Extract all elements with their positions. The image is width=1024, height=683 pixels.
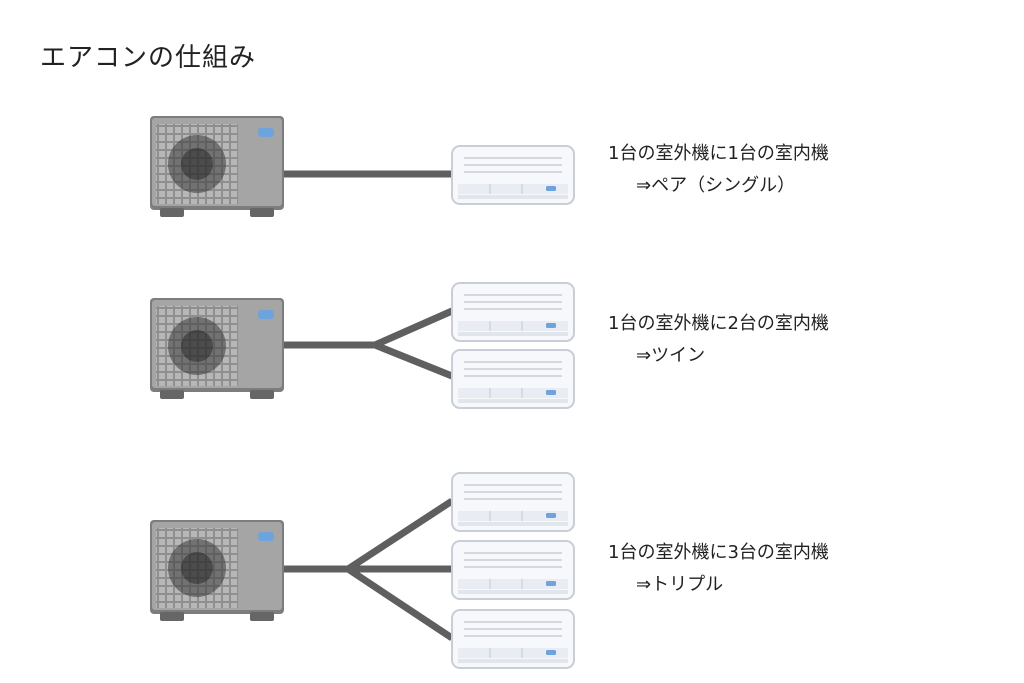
pipe-line [346, 498, 454, 572]
outdoor-unit-icon [150, 520, 284, 621]
config-twin [150, 282, 575, 409]
indoor-unit-icon [451, 282, 575, 342]
config-pair-description: 1台の室外機に1台の室内機 ⇒ペア（シングル） [608, 138, 829, 202]
pipe-line [346, 566, 454, 641]
type-label: ⇒ツイン [636, 345, 706, 366]
indoor-unit-icon [451, 609, 575, 669]
pipe-line [284, 307, 454, 349]
description-line: 1台の室外機に3台の室内機 [608, 542, 829, 563]
type-label: ⇒トリプル [636, 574, 724, 595]
indoor-unit-icon [451, 145, 575, 205]
outdoor-unit-icon [150, 298, 284, 399]
type-label: ⇒ペア（シングル） [636, 175, 796, 196]
page-title: エアコンの仕組み [40, 43, 257, 73]
config-triple-description: 1台の室外機に3台の室内機 ⇒トリプル [608, 537, 829, 601]
description-line: 1台の室外機に1台の室内機 [608, 143, 829, 164]
config-twin-description: 1台の室外機に2台の室内機 ⇒ツイン [608, 308, 829, 372]
config-triple [150, 472, 575, 669]
indoor-unit-icon [451, 472, 575, 532]
outdoor-unit-icon [150, 116, 284, 217]
pipe-line [373, 341, 454, 380]
indoor-unit-icon [451, 540, 575, 600]
description-line: 1台の室外機に2台の室内機 [608, 313, 829, 334]
config-pair [150, 116, 575, 217]
indoor-unit-icon [451, 349, 575, 409]
